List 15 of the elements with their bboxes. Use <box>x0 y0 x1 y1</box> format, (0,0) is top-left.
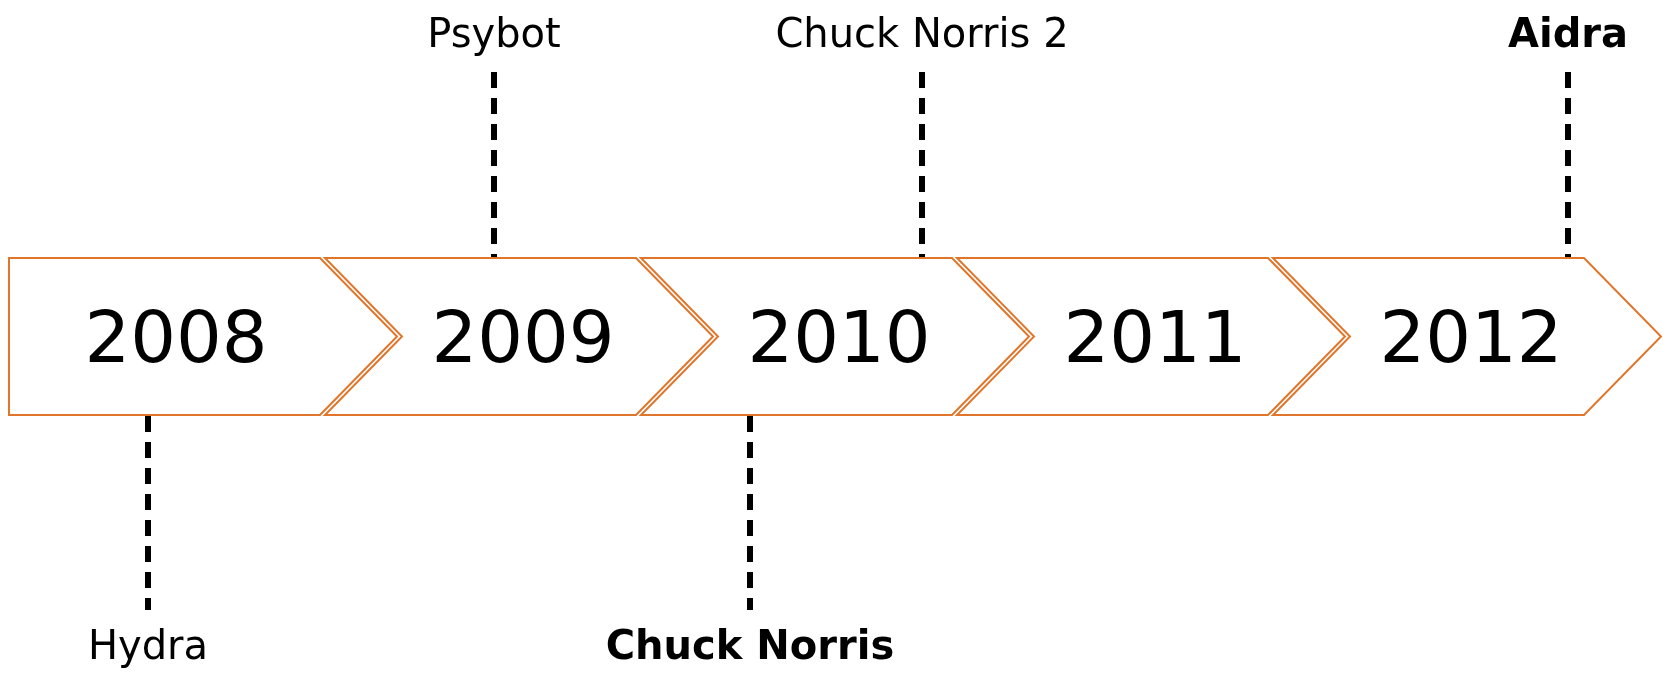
event-label: Psybot <box>414 8 574 58</box>
event-label: Hydra <box>78 620 218 670</box>
leader-line <box>491 72 497 257</box>
year-label: 2011 <box>1063 294 1247 379</box>
year-label: 2009 <box>431 294 615 379</box>
leader-line <box>145 416 151 610</box>
leader-line <box>747 416 753 610</box>
leader-line <box>1565 72 1571 257</box>
event-label: Chuck Norris 2 <box>752 8 1092 58</box>
year-label: 2008 <box>84 294 268 379</box>
event-label: Chuck Norris <box>600 620 900 670</box>
event-label: Aidra <box>1498 8 1638 58</box>
year-label: 2010 <box>747 294 931 379</box>
leader-line <box>919 72 925 257</box>
year-label: 2012 <box>1379 294 1563 379</box>
